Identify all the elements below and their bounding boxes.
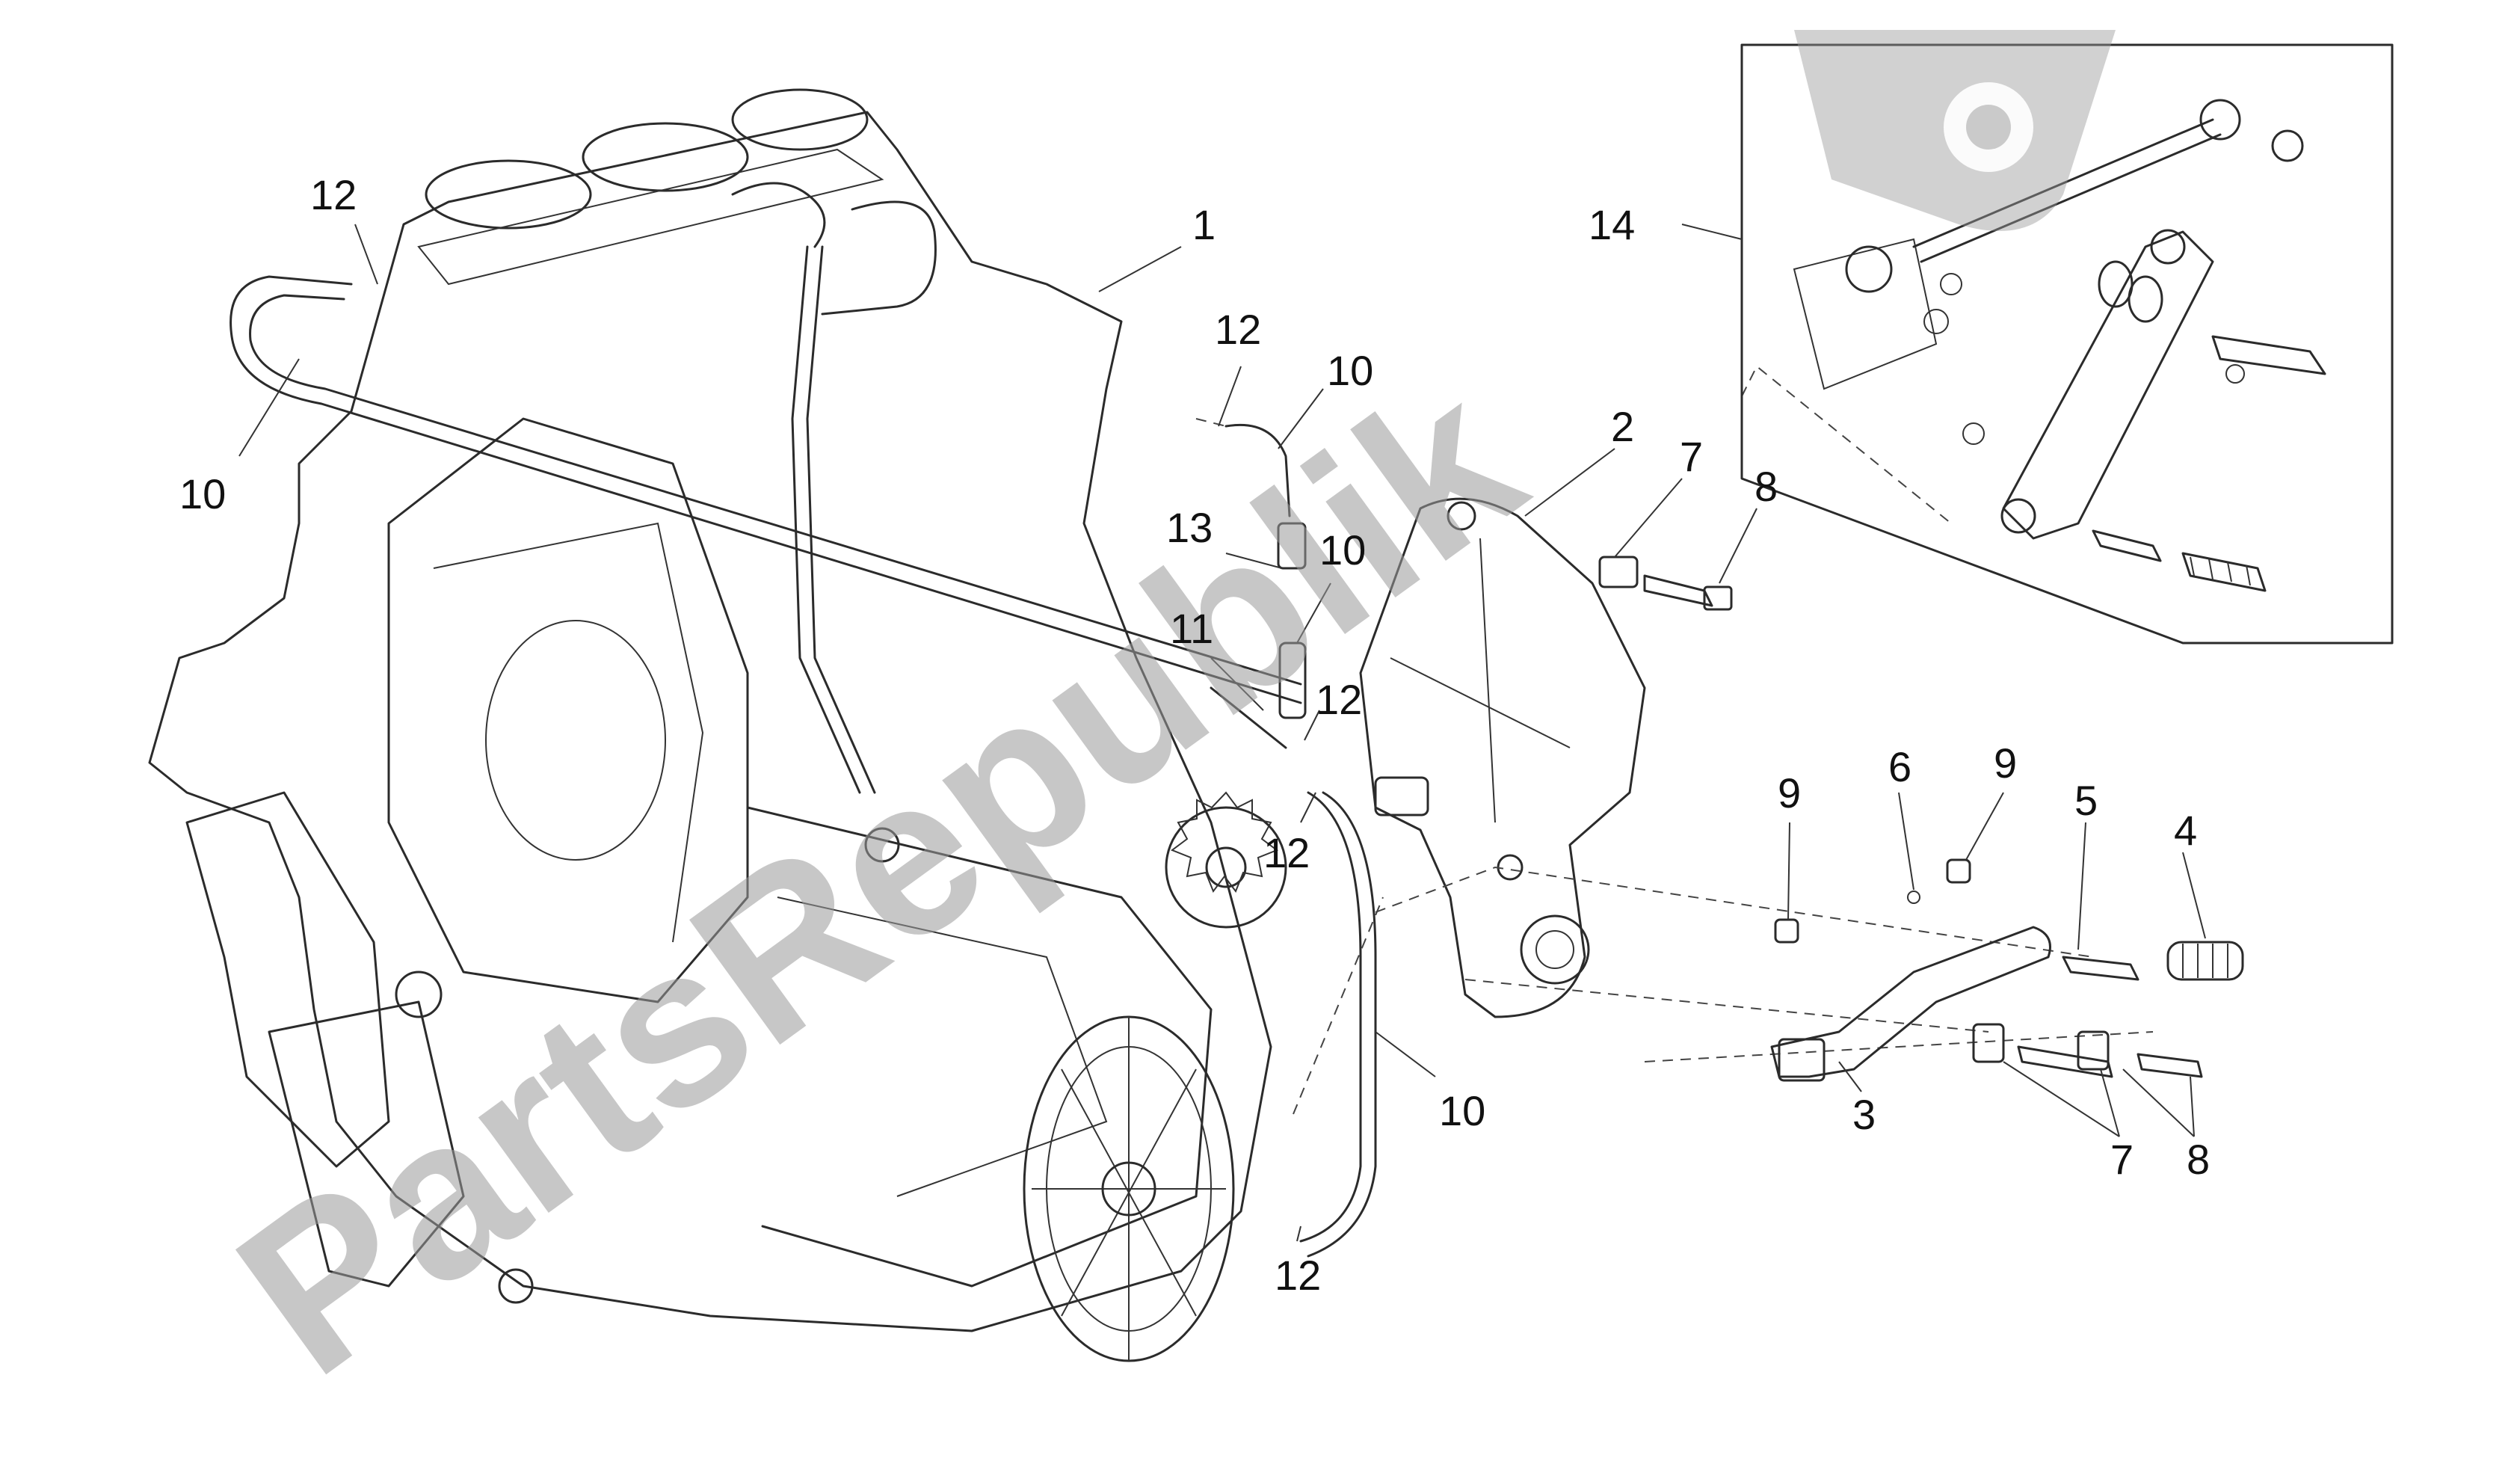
leader-lines: [238, 224, 2206, 1242]
label-12-top: 12: [1215, 306, 1261, 353]
label-11: 11: [1170, 605, 1213, 652]
shift-lever-assembly: [1770, 858, 2244, 1082]
label-2: 2: [1611, 403, 1634, 450]
assembly-guides: [1195, 365, 2154, 1115]
detail-box: [1740, 43, 2394, 645]
callout-labels: 1 2 3 4 5 6 7 7 8 8 9 9 10 10 10 10 11 1…: [179, 171, 2210, 1299]
label-4: 4: [2174, 807, 2197, 854]
label-1: 1: [1192, 201, 1216, 248]
label-8-upper: 8: [1755, 463, 1778, 510]
label-6: 6: [1888, 743, 1911, 790]
label-12-middle: 12: [1316, 676, 1362, 723]
label-9-left: 9: [1778, 769, 1801, 816]
label-9-right: 9: [1994, 739, 2017, 787]
label-10-middle: 10: [1319, 526, 1366, 573]
label-10-left: 10: [179, 470, 226, 517]
label-7-upper: 7: [1680, 433, 1703, 480]
label-12-bottom: 12: [1275, 1252, 1321, 1299]
label-5: 5: [2074, 777, 2098, 824]
side-cover: [1023, 1015, 1235, 1362]
label-8-lower: 8: [2187, 1136, 2210, 1183]
upper-bolts: [1598, 556, 1733, 611]
breather-hoses: [229, 182, 1377, 1258]
label-10-top: 10: [1327, 347, 1373, 394]
label-12-sprocket: 12: [1263, 829, 1310, 876]
sprocket: [1165, 791, 1287, 929]
engine-block: [148, 88, 1272, 1332]
watermark: PartsRepublik: [194, 30, 2116, 1423]
label-14: 14: [1589, 201, 1635, 248]
label-3: 3: [1852, 1091, 1876, 1138]
label-13: 13: [1166, 504, 1213, 551]
sprocket-cover: [1359, 497, 1646, 1018]
label-12-top-left: 12: [310, 171, 357, 218]
label-7-lower: 7: [2110, 1136, 2134, 1183]
label-10-bottom: 10: [1439, 1087, 1485, 1134]
